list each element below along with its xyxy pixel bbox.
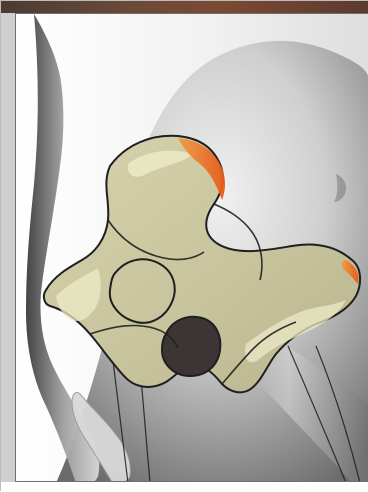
- pelvis-svg: [16, 14, 368, 482]
- top-photo-strip: [1, 1, 368, 13]
- pelvis-illustration: [15, 13, 368, 482]
- obturator-foramen: [162, 317, 220, 376]
